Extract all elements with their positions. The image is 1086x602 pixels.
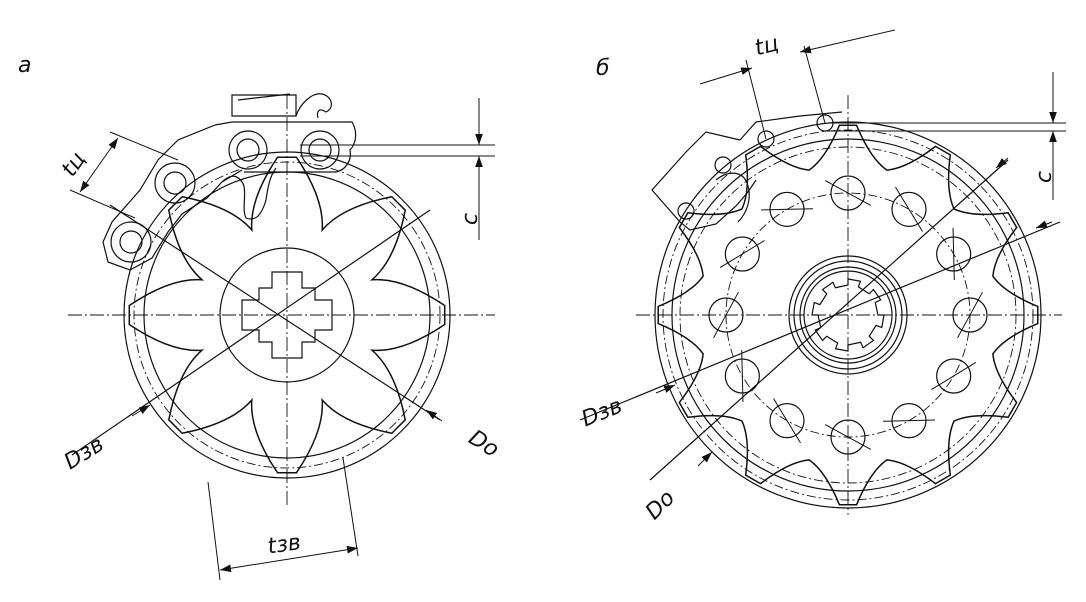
panel-a-pitch-circle	[133, 161, 441, 469]
panel-b-hole-mark	[952, 227, 955, 281]
panel-b-tc-ext-2	[803, 45, 826, 124]
panel-b-hub-ring-2	[799, 266, 897, 364]
panel-a-chain-pitch-dim: tц	[57, 131, 179, 219]
panel-b-hole-mark	[773, 398, 801, 444]
panel-a-spline-bore	[241, 271, 333, 359]
panel-b-tc-label: tц	[752, 31, 781, 61]
panel-b-ring-3	[671, 138, 1025, 492]
panel-a-tzv-dim-line	[219, 545, 359, 573]
panel-b-hole-mark	[957, 291, 983, 339]
panel-b-do-arrow	[697, 451, 713, 467]
panel-b-spline-bore	[811, 278, 885, 352]
panel-a-sprocket: а	[18, 53, 503, 581]
panel-a-tzv-ext-1	[207, 481, 221, 581]
panel-b-pitch-circle	[662, 129, 1034, 501]
panel-b-teeth-profile	[657, 124, 1039, 506]
panel-b-construction-line-1	[649, 159, 1009, 481]
panel-a-pin-1	[236, 138, 260, 162]
panel-a-outer-ring	[123, 151, 451, 479]
panel-a-chain-latch	[221, 167, 277, 220]
panel-a-chain-link-outline	[102, 124, 243, 271]
panel-b-pin-1	[757, 130, 775, 148]
panel-a-chain-plate-edge	[237, 93, 291, 101]
panel-b-hub-ring-1	[793, 260, 903, 370]
panel-b-hole-mark	[931, 362, 977, 390]
panel-a-roller-2	[300, 130, 340, 170]
panel-a-chain-plate	[231, 94, 297, 117]
panel-b-pin-3	[714, 156, 732, 174]
panel-b-hole	[891, 191, 927, 227]
panel-a-construction-line-2	[71, 209, 431, 456]
panel-b-dzv-arrow	[655, 384, 676, 394]
panel-b-c-label: c	[1032, 171, 1057, 183]
panel-b-hole-mark	[713, 291, 739, 339]
panel-a-pin-3	[163, 171, 187, 195]
panel-b-hole	[769, 403, 805, 439]
panel-b-hole	[830, 175, 866, 211]
panel-b-chain-latch	[715, 172, 750, 223]
panel-b-ring-4	[679, 146, 1017, 484]
panel-a-pin-4	[119, 230, 143, 254]
panel-b-right-arrow	[1035, 220, 1053, 229]
panel-b-hole	[952, 297, 988, 333]
panel-b-hole-mark	[882, 419, 936, 422]
panel-b-hole	[724, 236, 760, 272]
panel-b-chain-link-outline	[651, 131, 757, 231]
panel-b-chain-top-edge	[739, 111, 843, 141]
panel-b-hub-ring-3	[803, 270, 893, 360]
panel-a-do-label: Dо	[464, 425, 503, 462]
panel-b-hole-mark	[741, 349, 744, 403]
panel-b-tc-arrow-right	[799, 29, 896, 54]
panel-b-sprocket: б	[578, 29, 1066, 525]
panel-b-chain	[651, 111, 843, 231]
panel-a-roller-1	[228, 130, 268, 170]
panel-a-tzv-ext-2	[342, 457, 359, 557]
panel-b-hole	[830, 419, 866, 455]
panel-a-label: а	[18, 53, 31, 78]
panel-b-pin-4	[677, 202, 695, 220]
panel-a-pin-2	[308, 138, 332, 162]
panel-a-clearance-dim: c	[300, 98, 495, 240]
panel-a-hub	[219, 247, 355, 383]
panel-a-construction-line-1	[109, 204, 441, 421]
panel-a-c-label: c	[458, 213, 483, 225]
panel-a-sprocket-pitch-dim: tзв	[207, 457, 359, 581]
panel-a-do-arrow	[425, 409, 443, 422]
panel-b-dzv-label: Dзв	[578, 394, 626, 433]
panel-b-chain-pitch-dim: tц	[699, 29, 896, 140]
panel-b-lightening-holes	[708, 175, 988, 455]
panel-a-chain-top-plate	[214, 121, 357, 173]
panel-a-tc-dim-line	[79, 137, 119, 193]
panel-a-teeth-profile	[128, 156, 446, 474]
panel-a-tzv-label: tзв	[266, 530, 302, 559]
panel-b-hole	[708, 297, 744, 333]
panel-b-hole-mark	[824, 180, 872, 206]
panel-a-chain-hook	[295, 93, 332, 119]
panel-b-hole-mark	[719, 240, 765, 268]
panel-a-tc-label: tц	[57, 148, 91, 182]
panel-b-label: б	[596, 56, 610, 81]
panel-a-roller-3	[154, 162, 196, 204]
panel-a-roller-4	[110, 221, 152, 263]
panel-b-hub-outer	[788, 255, 908, 375]
panel-b-upper-arrow	[995, 157, 1009, 169]
panel-b-hole-mark	[824, 424, 872, 450]
panel-a-chain	[102, 93, 357, 271]
panel-b-hole-mark	[760, 208, 814, 211]
panel-a-tc-ext-1	[109, 131, 179, 161]
panel-b-hole-mark	[895, 186, 923, 232]
panel-a-dzv-arrow	[131, 404, 151, 417]
panel-a-tc-ext-2	[69, 189, 136, 219]
panel-b-construction-line-2	[579, 221, 1061, 421]
panel-b-tc-arrow-left	[699, 67, 753, 85]
panel-a-dzv-label: Dзв	[60, 432, 109, 475]
panel-b-outer-ring	[654, 121, 1042, 509]
panel-b-clearance-dim: c	[830, 72, 1066, 200]
panel-b-tc-ext-1	[745, 59, 767, 140]
panel-b-hole	[936, 358, 972, 394]
panel-b-do-label: Dо	[641, 486, 680, 525]
